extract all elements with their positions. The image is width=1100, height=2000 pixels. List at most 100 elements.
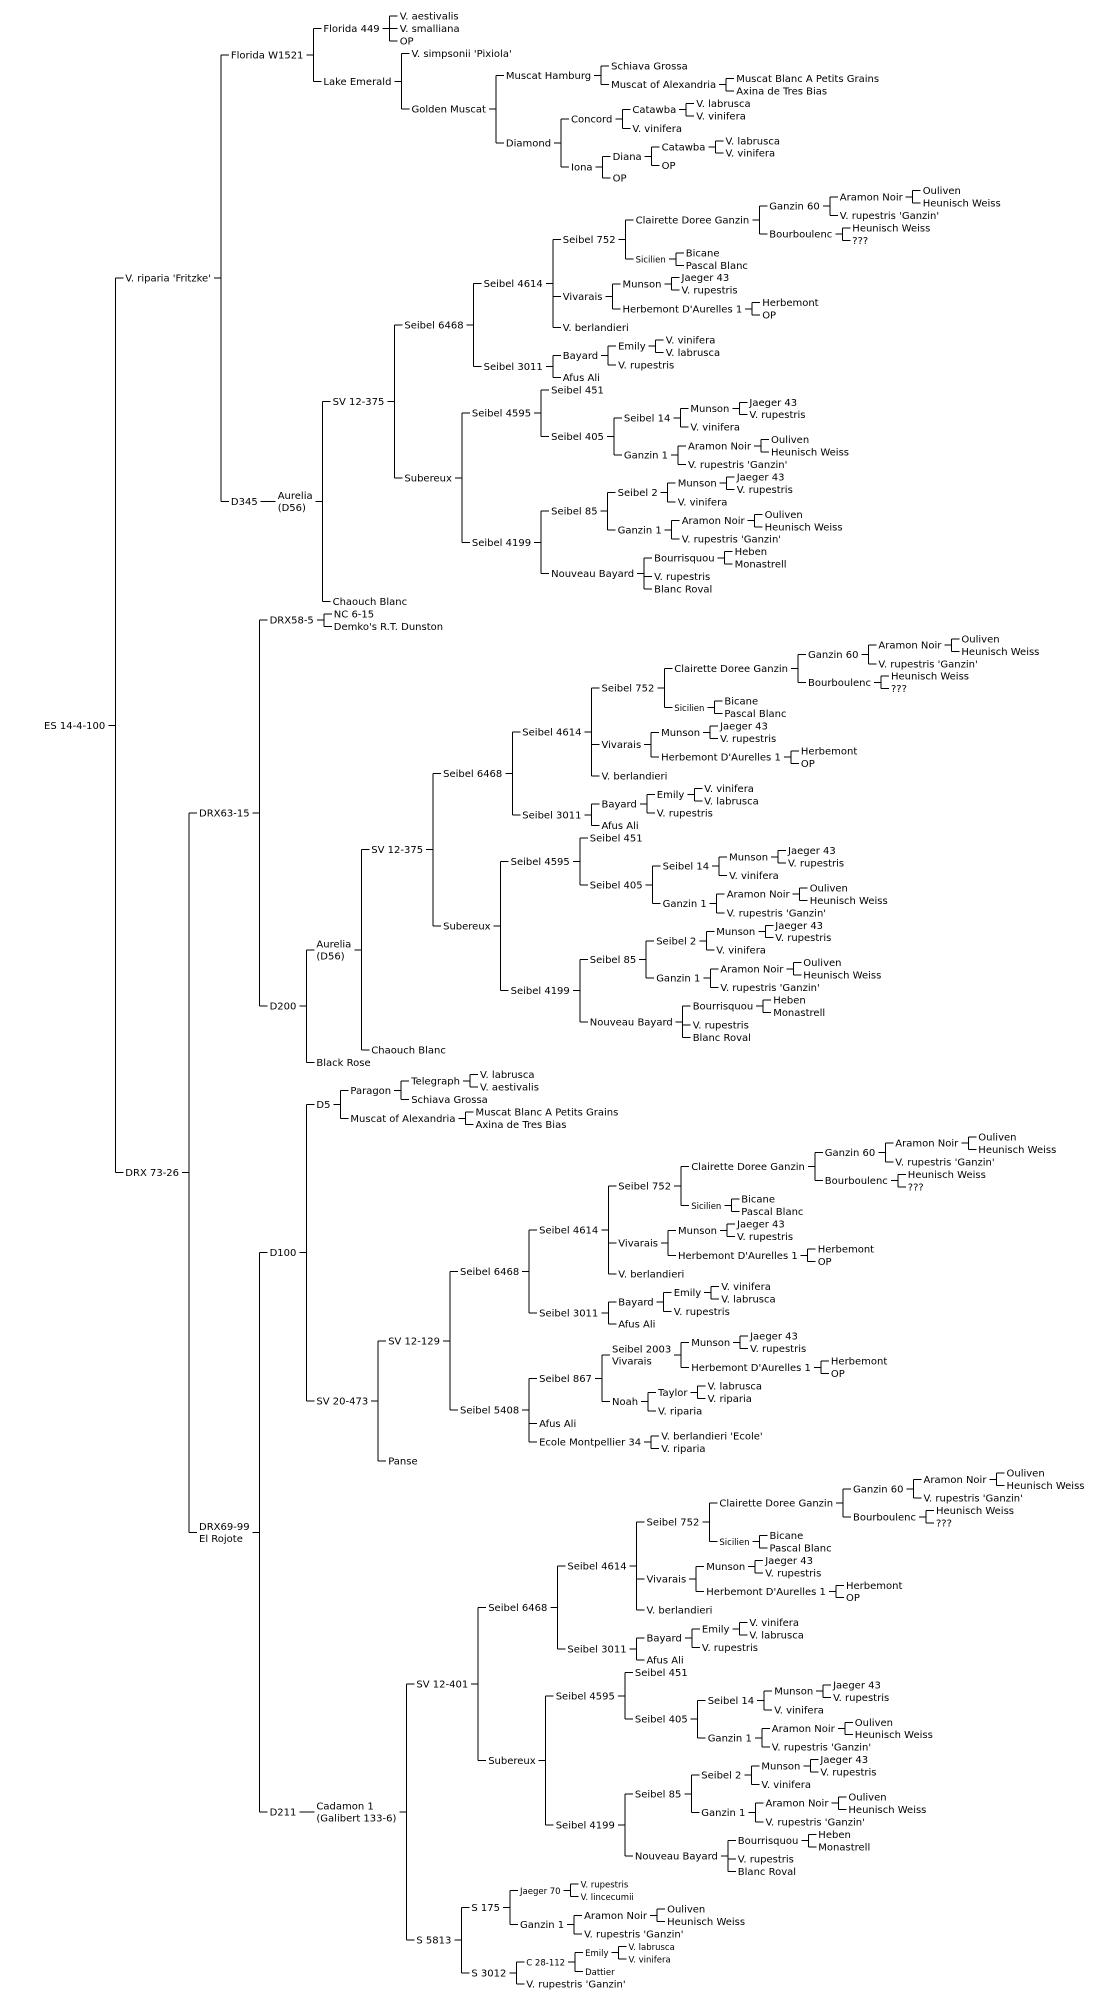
tree-node-label: Aramon Noir [688,441,752,452]
tree-node-label: D211 [270,1808,297,1819]
tree-node-label: Aramon Noir [878,641,942,652]
tree-node-label: Ouliven [667,1905,705,1916]
tree-node-label: Jaeger 43 [748,398,797,409]
tree-node-label: V. vinifera [749,1618,799,1629]
tree-node-label: V. rupestris [737,485,793,496]
tree-node-label: Taylor [657,1388,688,1399]
tree-node-label: Jaeger 43 [749,1332,798,1343]
tree-node-label: Demko's R.T. Dunston [334,622,443,633]
tree-node-label: ??? [936,1519,952,1530]
tree-node-label: Munson [623,280,662,291]
tree-node-label: V. berlandieri 'Ecole' [661,1431,762,1442]
tree-node-label: V. rupestris [750,1344,806,1355]
tree-node-label: Heunisch Weiss [848,1805,926,1816]
tree-node-label: Seibel 4595 [472,409,531,420]
tree-node-label: V. smalliana [400,24,460,35]
tree-node-label: V. rupestris [765,1568,821,1579]
tree-node-label: V. riparia 'Fritzke' [125,274,211,285]
tree-node-label: V. labrusca [704,796,758,807]
tree-node-label: Catawba [632,105,676,116]
tree-node-label: Telegraph [410,1076,460,1087]
tree-node-label: Seibel 451 [551,385,604,396]
tree-node-label: S 3012 [471,1968,506,1979]
tree-node-label: SV 12-129 [388,1336,440,1347]
tree-node-label: Seibel 4614 [539,1226,598,1237]
tree-node-label: Aramon Noir [727,890,791,901]
tree-node-label: Ganzin 60 [769,202,819,213]
tree-node-label: V. rupestris 'Ganzin' [720,983,819,994]
tree-node-label: Florida W1521 [231,51,304,62]
tree-node-label: D5 [316,1100,330,1111]
tree-node-label: Afus Ali [539,1419,576,1430]
tree-node-label: Dattier [585,1968,615,1978]
tree-node-label: V. rupestris [833,1693,889,1704]
tree-node-label: Muscat Hamburg [506,71,591,82]
tree-node-label: V. labrusca [708,1382,762,1393]
tree-node-label: SV 12-401 [416,1680,468,1691]
tree-node-label: Jaeger 70 [519,1887,561,1897]
tree-node-label: Bicane [770,1531,804,1542]
tree-node-label: V. rupestris [775,933,831,944]
tree-node-label: Clairette Doree Ganzin [691,1162,805,1173]
tree-node-label: Heunisch Weiss [923,199,1001,210]
tree-node-label: ??? [908,1182,924,1193]
tree-node-label: V. labrusca [726,136,780,147]
tree-node-label: V. rupestris 'Ganzin' [772,1743,871,1754]
tree-node-label: Clairette Doree Ganzin [674,664,788,675]
tree-node-label: V. riparia [658,1406,702,1417]
tree-node-label-line: (Galibert 133-6) [316,1814,396,1825]
tree-node-label: Catawba [662,143,706,154]
tree-node-label: Seibel 85 [590,955,636,966]
tree-node-label: Herbemont [818,1245,874,1256]
tree-node-label: V. rupestris 'Ganzin' [766,1817,865,1828]
tree-node-label: V. vinifera [726,149,776,160]
tree-node-label: V. rupestris [682,286,738,297]
tree-node-label: Seibel 6468 [460,1267,519,1278]
tree-node-label: Muscat Blanc A Petits Grains [476,1108,619,1119]
tree-node-label: Bicane [686,248,720,259]
tree-node-label: Pascal Blanc [770,1543,832,1554]
tree-node-label: Paragon [350,1086,391,1097]
tree-node-label-line: El Rojote [199,1534,243,1545]
tree-node-label: Seibel 4595 [556,1691,615,1702]
tree-node-label: Heunisch Weiss [936,1506,1014,1517]
tree-node-label: V. simpsonii 'Pixiola' [412,49,512,60]
tree-node-label: Munson [729,852,768,863]
tree-node-label: V. lincecumii [581,1893,634,1903]
tree-node-label: DRX63-15 [199,809,250,820]
tree-node-label: Ganzin 60 [853,1484,903,1495]
tree-node-label: Heben [818,1830,851,1841]
tree-node-label: V. rupestris [738,1855,794,1866]
tree-node-label: Seibel 4199 [472,538,531,549]
tree-node-label: Seibel 6468 [404,321,463,332]
tree-node-label: V. vinifera [721,1282,771,1293]
tree-node-label: V. rupestris 'Ganzin' [584,1930,683,1941]
tree-node-label: Ganzin 60 [825,1148,875,1159]
tree-node-label: V. rupestris [657,809,713,820]
tree-node-label: V. rupestris [749,410,805,421]
tree-node-label: Bicane [724,697,758,708]
tree-node-label: Munson [661,728,700,739]
tree-node-label: Bayard [647,1634,682,1645]
tree-node-label: Monastrell [735,560,787,571]
tree-node-label: Seibel 4199 [511,986,570,997]
tree-node-label: V. aestivalis [400,12,459,23]
tree-node-label: Heunisch Weiss [978,1145,1056,1156]
tree-node-label: Ganzin 1 [701,1808,745,1819]
tree-node-label: Heben [773,996,806,1007]
tree-node-label: V. rupestris [720,734,776,745]
tree-node-label: Axina de Tres Bias [476,1120,567,1131]
tree-node-label: Diana [613,152,642,163]
tree-node-label: Jaeger 43 [774,921,823,932]
tree-node-label: Emily [702,1624,730,1635]
tree-node-label: V. labrusca [696,99,750,110]
tree-node-label: Seibel 85 [551,507,597,518]
tree-node-label-line: Cadamon 1 [316,1802,373,1813]
tree-node-label: Ganzin 60 [808,650,858,661]
tree-node-label: OP [846,1593,860,1604]
tree-node-label: V. vinifera [761,1780,811,1791]
tree-node-label: Seibel 451 [635,1668,688,1679]
